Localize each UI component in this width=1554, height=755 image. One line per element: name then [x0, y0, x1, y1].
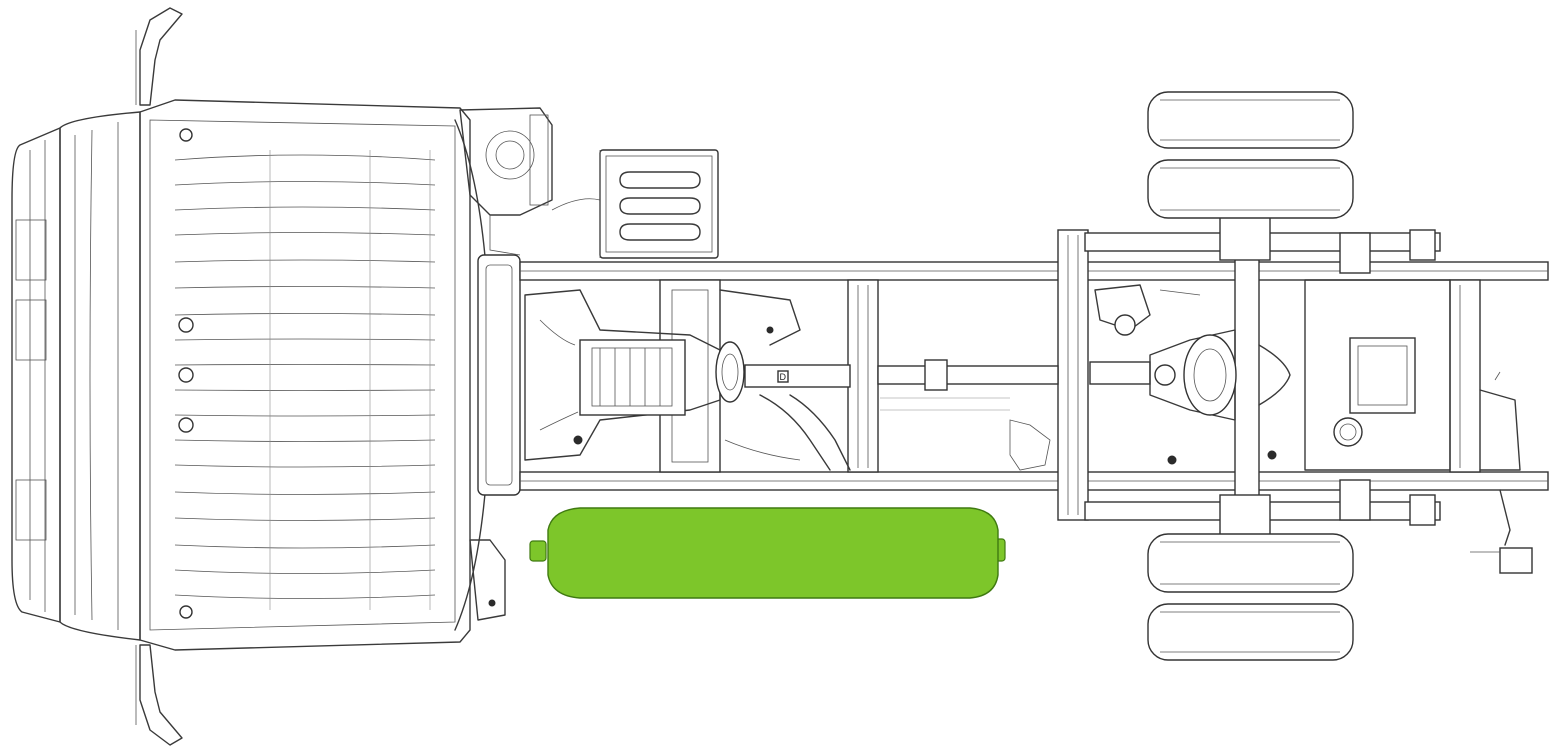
right-mirror — [135, 644, 183, 746]
left-mirror — [135, 7, 183, 106]
small-box-label: D — [780, 372, 787, 382]
rear-axle — [1084, 214, 1441, 536]
roof-bolt — [178, 417, 194, 433]
brake-fittings — [880, 284, 1277, 471]
small-box-d — [777, 370, 789, 383]
wheel — [1147, 159, 1354, 219]
wheel — [1147, 533, 1354, 593]
highlighted-fuel-tank — [529, 507, 1006, 599]
rear-fuel-box — [1304, 279, 1451, 471]
rear-differential — [1149, 329, 1291, 421]
roof-ribs — [174, 150, 436, 610]
rear-wheels-right — [1147, 533, 1354, 661]
wheel — [1147, 91, 1354, 149]
transmission — [524, 289, 774, 461]
tank-left-valve — [529, 540, 547, 562]
battery-box — [599, 149, 719, 259]
roof-bolt — [178, 317, 194, 333]
roof-bolt — [178, 367, 194, 383]
wheel — [1147, 603, 1354, 661]
exhaust — [719, 289, 851, 471]
tail-hitch — [1470, 371, 1533, 574]
driveshaft: D — [744, 359, 1151, 391]
rear-wheels-left — [1147, 91, 1354, 219]
tank-body — [547, 507, 999, 599]
cab — [11, 99, 521, 651]
roof-bolt — [179, 605, 193, 619]
frame-rails — [519, 261, 1549, 491]
step-bracket — [469, 539, 506, 621]
roof-bolt — [179, 128, 193, 142]
air-filter — [459, 107, 601, 256]
